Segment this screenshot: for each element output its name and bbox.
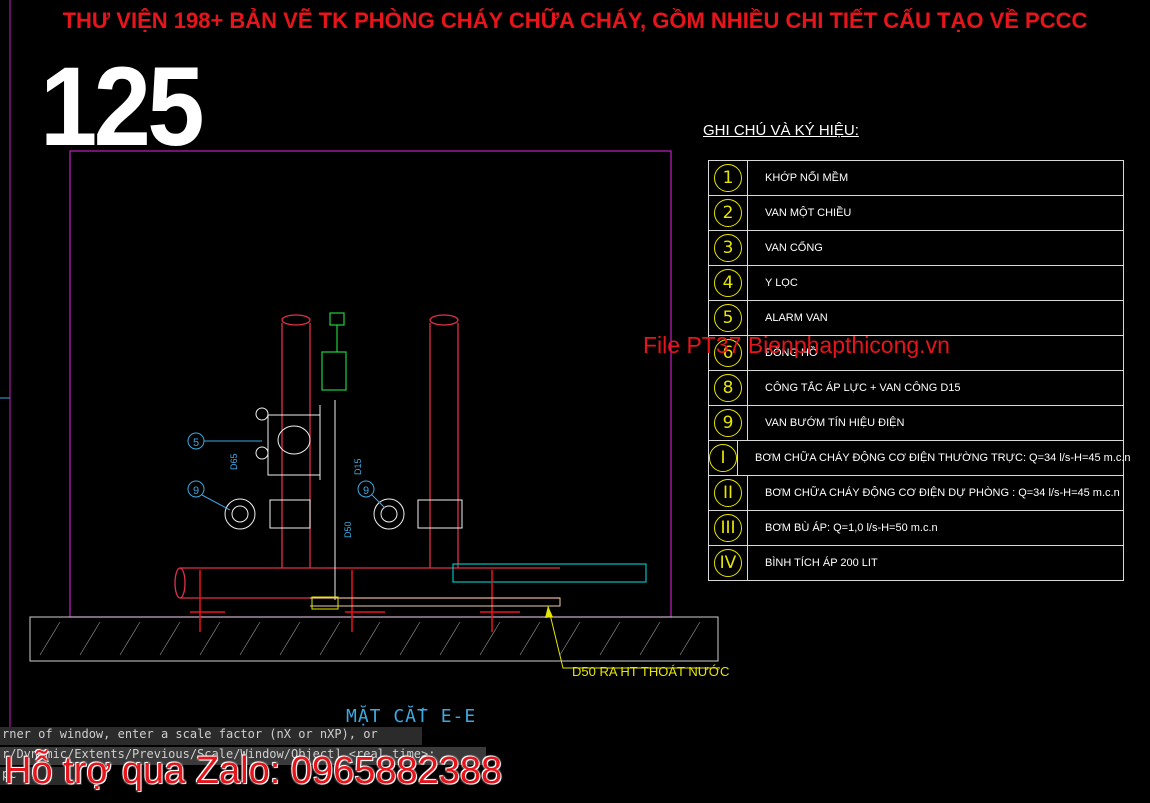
support-contact: Hỗ trợ qua Zalo: 0965882388: [4, 750, 503, 792]
library-banner: THƯ VIỆN 198+ BẢN VẼ TK PHÒNG CHÁY CHỮA …: [62, 8, 1088, 33]
legend-row: 8 CÔNG TẮC ÁP LỰC + VAN CÔNG D15: [709, 371, 1123, 406]
dim-a: D65: [229, 453, 239, 470]
legend-row: 2 VAN MỘT CHIỀU: [709, 196, 1123, 231]
legend-symbol: 9: [714, 409, 742, 437]
legend-text: CÔNG TẮC ÁP LỰC + VAN CÔNG D15: [765, 382, 961, 394]
drain-label: D50 RA HT THOÁT NƯỚC: [572, 664, 730, 679]
file-watermark: File PT37 Bienphapthicong.vn: [643, 332, 950, 358]
legend-table: 1 KHỚP NỐI MỀM 2 VAN MỘT CHIỀU 3 VAN CỔNG 4…: [708, 160, 1131, 581]
legend-symbol: 1: [714, 164, 742, 192]
command-history-line-1: rner of window, enter a scale factor (nX…: [0, 727, 422, 745]
legend-symbol: II: [714, 479, 742, 507]
legend-symbol: 3: [714, 234, 742, 262]
drawing-number: 125: [40, 44, 205, 169]
legend-row: I BƠM CHỮA CHÁY ĐỘNG CƠ ĐIỆN THƯỜNG TRỰC:…: [709, 441, 1131, 476]
legend-row: 5 ALARM VAN: [709, 301, 1123, 336]
legend-symbol: IV: [714, 549, 742, 577]
legend-symbol: 2: [714, 199, 742, 227]
dim-b: D15: [353, 458, 363, 475]
legend-symbol: I: [709, 444, 737, 472]
dim-c: D50: [343, 521, 353, 538]
legend-title: GHI CHÚ VÀ KÝ HIỆU:: [703, 122, 859, 139]
legend-text: VAN CỔNG: [765, 242, 823, 254]
legend-row: 3 VAN CỔNG: [709, 231, 1123, 266]
callout-9a: 9: [193, 485, 199, 497]
legend-row: 9 VAN BƯỚM TÍN HIỆU ĐIỆN: [709, 406, 1123, 441]
legend-row: 1 KHỚP NỐI MỀM: [709, 161, 1123, 196]
legend-text: KHỚP NỐI MỀM: [765, 172, 849, 184]
section-label: MẶT CẮT E-E: [346, 706, 477, 727]
callout-5: 5: [193, 437, 199, 449]
room-outline: [69, 150, 672, 618]
legend-text: VAN MỘT CHIỀU: [765, 207, 852, 219]
legend-row: II BƠM CHỮA CHÁY ĐỘNG CƠ ĐIỆN DỰ PHÒNG : …: [709, 476, 1123, 511]
legend-text: VAN BƯỚM TÍN HIỆU ĐIỆN: [765, 417, 905, 429]
callout-9b: 9: [363, 485, 369, 497]
legend-text: ALARM VAN: [765, 312, 828, 324]
legend-row: 6 ĐỒNG HỒ: [709, 336, 1123, 371]
legend-text: BƠM BÙ ÁP: Q=1,0 l/s-H=50 m.c.n: [765, 522, 938, 534]
command-input[interactable]: pc: [0, 767, 82, 785]
legend-symbol: 6: [714, 339, 742, 367]
legend-text: BÌNH TÍCH ÁP 200 LIT: [765, 557, 878, 569]
legend-symbol: 8: [714, 374, 742, 402]
legend-text: Y LỌC: [765, 277, 798, 289]
command-history-line-2: r/Dynamic/Extents/Previous/Scale/Window/…: [0, 747, 486, 765]
legend-symbol: 5: [714, 304, 742, 332]
legend-row: III BƠM BÙ ÁP: Q=1,0 l/s-H=50 m.c.n: [709, 511, 1123, 546]
legend-symbol: III: [714, 514, 742, 542]
legend-row: IV BÌNH TÍCH ÁP 200 LIT: [709, 546, 1123, 580]
legend-text: BƠM CHỮA CHÁY ĐỘNG CƠ ĐIỆN THƯỜNG TRỰC: …: [755, 452, 1131, 464]
legend-text: ĐỒNG HỒ: [765, 347, 818, 359]
legend-text: BƠM CHỮA CHÁY ĐỘNG CƠ ĐIỆN DỰ PHÒNG : Q=…: [765, 487, 1120, 499]
floor-slab: [29, 616, 719, 662]
legend-symbol: 4: [714, 269, 742, 297]
legend-row: 4 Y LỌC: [709, 266, 1123, 301]
